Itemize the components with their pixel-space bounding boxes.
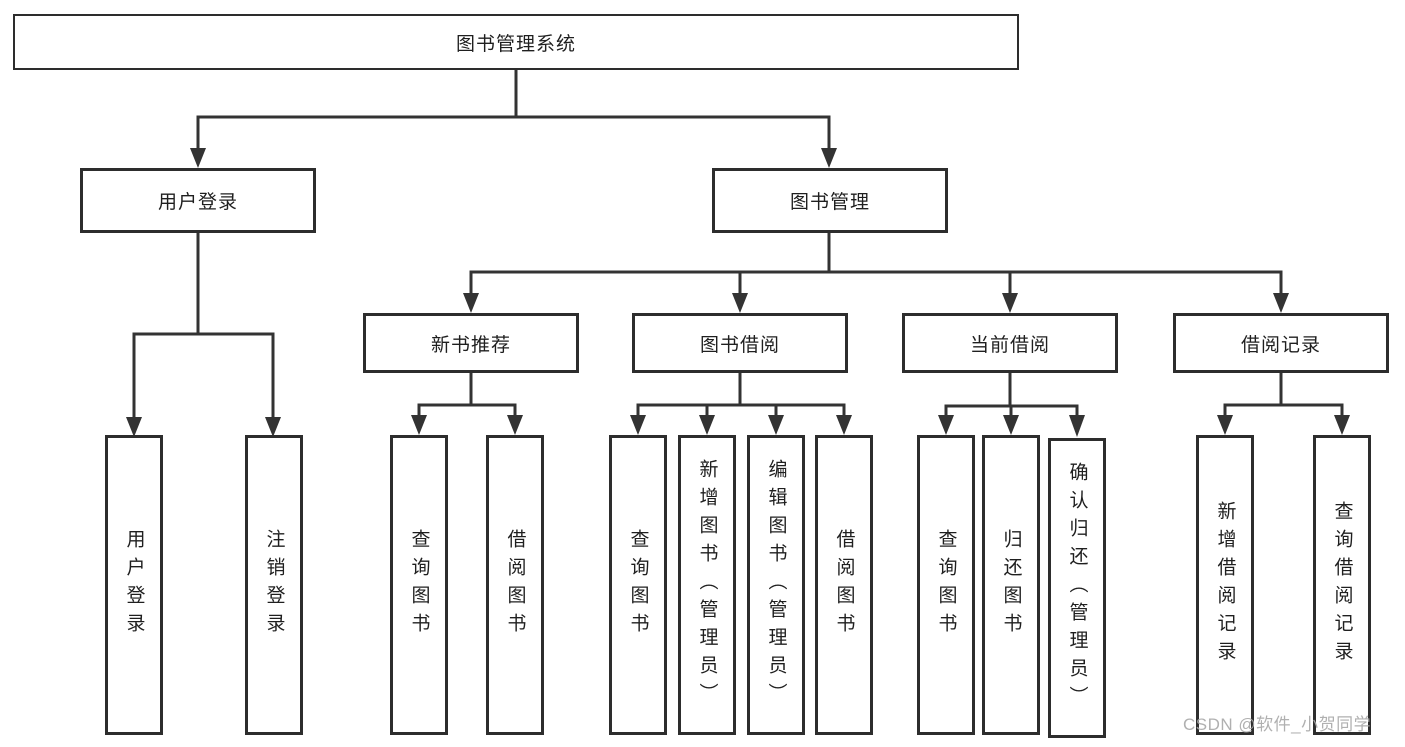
leaf-user-login: 用户登录 [105, 435, 163, 735]
leaf-query-books-borrowing: 查询图书 [609, 435, 667, 735]
leaf-confirm-return-admin: 确认归还（管理员） [1048, 438, 1106, 738]
node-new-book-recommendation: 新书推荐 [363, 313, 579, 373]
leaf-return-book: 归还图书 [982, 435, 1040, 735]
leaf-borrow-books-borrowing: 借阅图书 [815, 435, 873, 735]
connector-new-book-branch [411, 373, 523, 435]
node-library-management-system: 图书管理系统 [13, 14, 1019, 70]
node-user-login: 用户登录 [80, 168, 316, 233]
watermark-text: CSDN @软件_小贺同学 [1183, 715, 1372, 734]
leaf-query-borrow-record: 查询借阅记录 [1313, 435, 1371, 735]
leaf-borrow-books-recommend: 借阅图书 [486, 435, 544, 735]
leaf-edit-book-admin: 编辑图书（管理员） [747, 435, 805, 735]
connector-current-borrowing-branch [938, 373, 1085, 437]
node-book-management: 图书管理 [712, 168, 948, 233]
leaf-query-books-current: 查询图书 [917, 435, 975, 735]
node-book-borrowing: 图书借阅 [632, 313, 848, 373]
connector-user-login-branch [126, 233, 281, 437]
node-borrowing-records: 借阅记录 [1173, 313, 1389, 373]
node-current-borrowing: 当前借阅 [902, 313, 1118, 373]
connector-book-borrowing-branch [630, 373, 852, 435]
leaf-add-book-admin: 新增图书（管理员） [678, 435, 736, 735]
connector-root-branch [190, 70, 837, 168]
leaf-query-books-recommend: 查询图书 [390, 435, 448, 735]
leaf-logout: 注销登录 [245, 435, 303, 735]
connector-borrowing-records-branch [1217, 373, 1350, 435]
connector-book-management-branch [463, 233, 1289, 313]
leaf-add-borrow-record: 新增借阅记录 [1196, 435, 1254, 735]
